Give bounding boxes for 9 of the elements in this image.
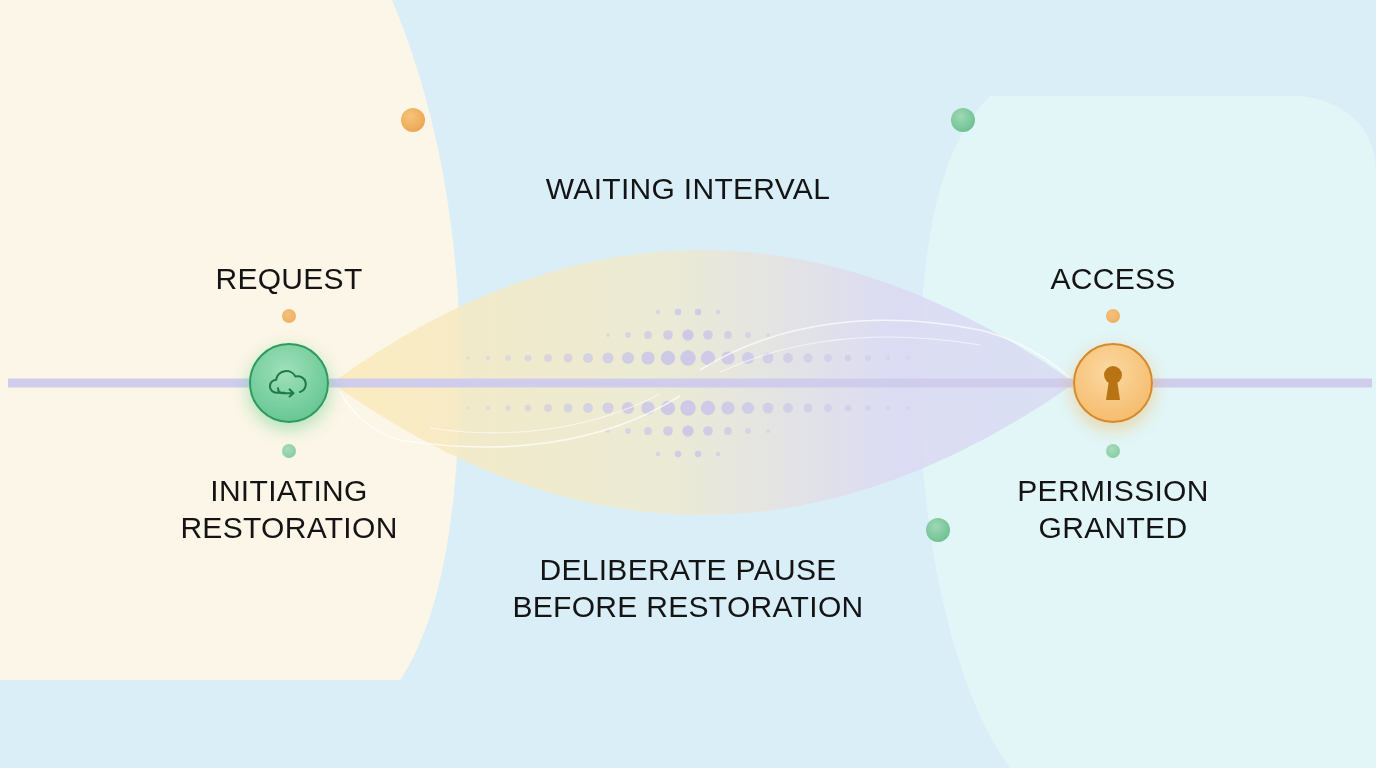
- step-title: ACCESS: [1049, 261, 1177, 297]
- interval-heading: WAITING INTERVAL: [544, 171, 832, 207]
- interval-caption: DELIBERATE PAUSE BEFORE RESTORATION: [511, 552, 865, 625]
- step-caption: PERMISSION GRANTED: [1016, 473, 1210, 546]
- timeline-line: [1153, 378, 1372, 388]
- step-caption: INITIATING RESTORATION: [179, 473, 399, 546]
- timeline-line: [329, 378, 1073, 388]
- step-title: REQUEST: [214, 261, 364, 297]
- timeline-line: [8, 378, 249, 388]
